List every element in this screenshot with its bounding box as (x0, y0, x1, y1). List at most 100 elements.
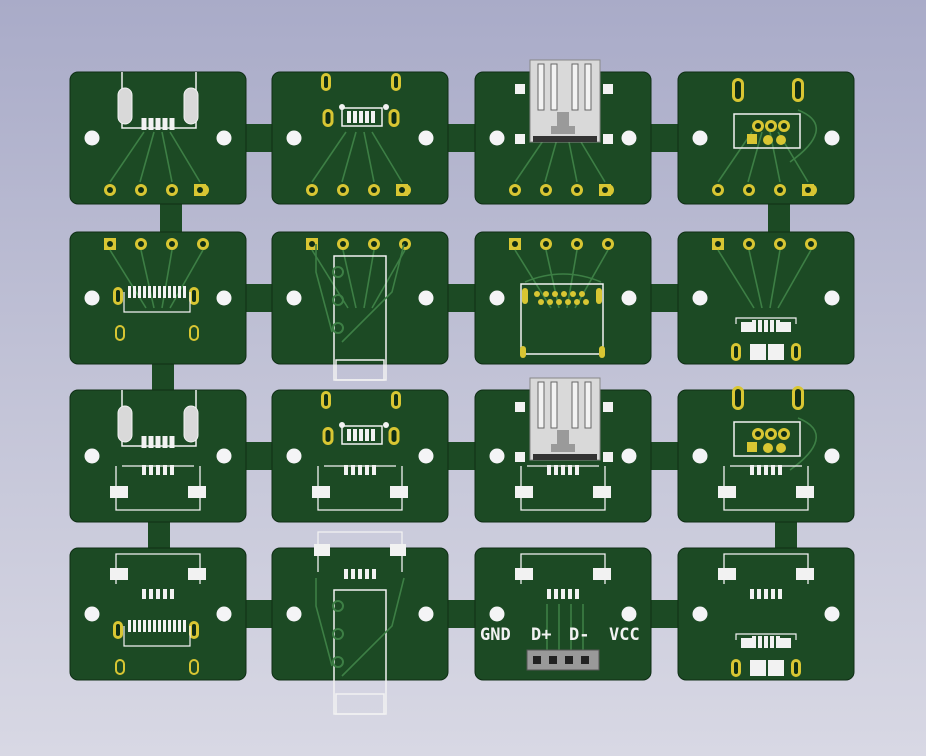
drill (138, 241, 144, 247)
silk-label-dminus: D- (569, 625, 590, 645)
tab-bridge (647, 600, 682, 628)
board-usb-a-to-micro (69, 389, 247, 523)
silk-pad (314, 544, 330, 556)
drill (574, 187, 580, 193)
silk-pad (779, 638, 791, 648)
smd-pad (365, 111, 369, 123)
smd-pad (138, 620, 141, 632)
drill (371, 187, 377, 193)
smd-pad (371, 111, 375, 123)
tab-bridge (242, 284, 276, 312)
mounting-hole (621, 290, 637, 306)
mounting-hole (621, 448, 637, 464)
smd-pad (372, 569, 376, 579)
mounting-hole (692, 130, 708, 146)
smd-pad (149, 589, 153, 599)
board-usb-a-vertical (271, 231, 449, 381)
tab-bridge (647, 124, 682, 152)
via (332, 628, 344, 640)
slot-drill (391, 430, 397, 442)
pin (565, 656, 573, 664)
tab-bridge (444, 600, 479, 628)
copper-trace (140, 249, 155, 309)
smd-pad (575, 465, 579, 475)
pad (579, 291, 585, 297)
smd-pad (353, 111, 357, 123)
silk-pad (718, 568, 736, 580)
via (332, 294, 344, 306)
board-usb-b-receptacle (677, 71, 855, 205)
copper-trace (545, 249, 560, 309)
silk-pad (110, 486, 128, 498)
board-usb-b-to-micro (677, 386, 855, 523)
smd-pad (173, 620, 176, 632)
drill (755, 431, 761, 437)
silk-pad (603, 134, 613, 144)
drill (768, 431, 774, 437)
board-mini-usb-to-micro (474, 377, 652, 523)
smd-pad (778, 589, 782, 599)
drill (138, 187, 144, 193)
slot-drill (794, 662, 798, 674)
mounting-hole (418, 606, 434, 622)
board-usb-3-micro-b (474, 231, 652, 365)
drill (371, 241, 377, 247)
silk-pad (515, 568, 533, 580)
silk-pad (603, 84, 613, 94)
copper-trace (789, 417, 818, 471)
mounting-hole (418, 448, 434, 464)
contact (584, 63, 592, 111)
silk-pad (779, 322, 791, 332)
silk-outline (341, 425, 383, 445)
smd-pad (128, 620, 131, 632)
smd-pad (568, 465, 572, 475)
smd-pad (764, 636, 768, 648)
board-micro-usb-pin-header (474, 547, 652, 681)
silk-pad (750, 660, 766, 676)
smd-pad (143, 620, 146, 632)
board-micro-usb-smd (677, 231, 855, 365)
smd-pad (752, 636, 756, 648)
tab-bridge (444, 284, 479, 312)
smd-pad (178, 286, 181, 298)
tab-bridge (647, 284, 682, 312)
slot-drill (324, 394, 328, 406)
pin1-dot (339, 422, 345, 428)
silk-outline (735, 633, 797, 640)
smd-pad (365, 569, 369, 579)
silk-pad (718, 486, 736, 498)
tab-bridge (242, 124, 276, 152)
drill (602, 187, 608, 193)
connector-key (551, 112, 575, 134)
drill (746, 187, 752, 193)
slot-pad (520, 346, 526, 358)
contact (550, 63, 558, 111)
slot-drill (192, 624, 196, 636)
silk-pad (603, 402, 613, 412)
copper-trace (109, 131, 145, 183)
smd-pad (561, 465, 565, 475)
drill (107, 187, 113, 193)
smd-pad (372, 465, 376, 475)
smd-pad (776, 636, 780, 648)
mounting-hole (216, 606, 232, 622)
board-outline (69, 71, 247, 205)
silk-label-dplus: D+ (531, 625, 552, 645)
pad (565, 299, 571, 305)
silk-outline (735, 317, 797, 324)
silk-pad (796, 486, 814, 498)
smd-pad (170, 465, 174, 475)
silk-label-gnd: GND (480, 625, 511, 645)
slot-pad (115, 659, 125, 675)
silk-label-vcc: VCC (609, 625, 640, 645)
drill (107, 241, 113, 247)
copper-trace (777, 249, 812, 309)
mounting-hole (621, 606, 637, 622)
copper-trace (717, 249, 755, 309)
smd-pad (153, 286, 156, 298)
slot-pad (599, 346, 605, 358)
pin1-dot (383, 104, 389, 110)
smd-pad (770, 636, 774, 648)
copper-trace (363, 249, 375, 309)
mounting-hole (489, 606, 505, 622)
